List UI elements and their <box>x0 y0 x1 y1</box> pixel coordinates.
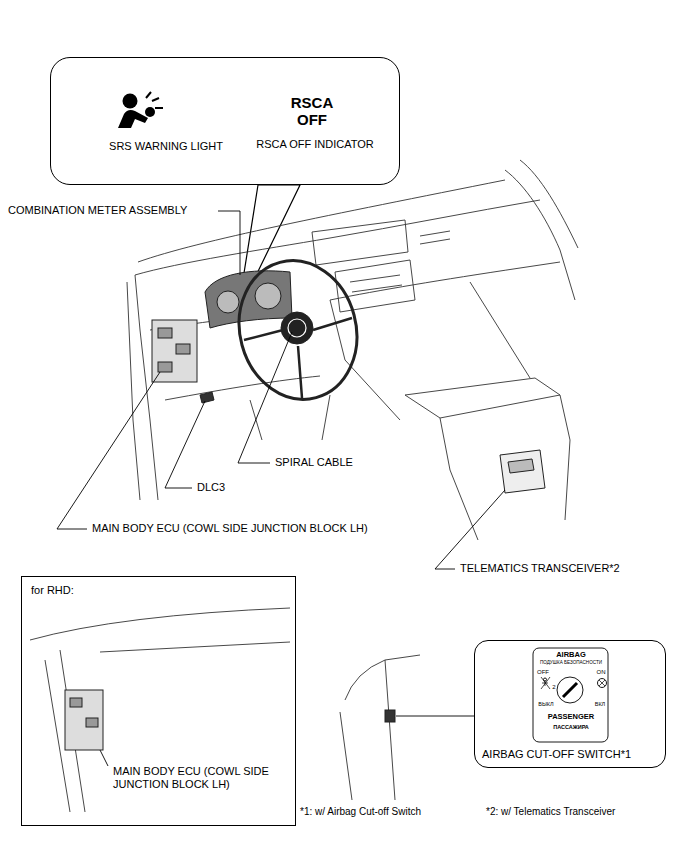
switch-sketch <box>340 712 352 800</box>
switch-marking: AIRBAG <box>536 651 606 660</box>
main-body-ecu <box>158 328 172 338</box>
steering-wheel <box>224 247 372 412</box>
srs-warning-icon <box>123 94 138 109</box>
indicator-symbol: RSCA OFF <box>287 94 337 128</box>
main-body-ecu <box>152 320 197 382</box>
combination-meter <box>217 291 239 313</box>
interior-sketch <box>470 282 530 378</box>
leader-lines <box>218 211 240 275</box>
main-body-ecu <box>152 320 197 382</box>
part-name: TELEMATICS TRANSCEIVER*2 <box>460 562 620 575</box>
rhd-sketch <box>100 642 290 652</box>
rhd-sketch <box>30 608 290 640</box>
interior-sketch <box>505 170 575 300</box>
rhd-main-body-ecu <box>65 690 103 750</box>
rhd-main-body-ecu <box>65 690 103 750</box>
telematics-transceiver <box>500 450 545 493</box>
switch-sketch <box>345 655 420 700</box>
indicator-name: SRS WARNING LIGHT <box>91 140 241 153</box>
switch-marking: ВКЛ <box>592 701 608 707</box>
switch-marking: 2 <box>551 684 557 691</box>
part-name: MAIN BODY ECU (COWL SIDE JUNCTION BLOCK … <box>113 765 288 790</box>
srs-warning-icon <box>118 92 163 128</box>
interior-sketch <box>135 200 540 275</box>
interior-sketch <box>350 231 450 292</box>
leader-lines <box>238 332 292 463</box>
inset-heading: for RHD: <box>31 584 74 597</box>
airbag-cutoff-switch <box>385 710 395 722</box>
rhd-main-body-ecu <box>70 698 82 707</box>
airbag-cutoff-switch <box>385 710 395 722</box>
leader-lines <box>57 211 505 766</box>
switch-marking: OFF <box>534 669 552 676</box>
dlc3 <box>200 392 214 403</box>
telematics-transceiver <box>508 459 534 473</box>
steering-wheel <box>224 247 372 412</box>
switch-marking: ВЫКЛ <box>536 701 556 707</box>
part-name: DLC3 <box>197 481 225 494</box>
switch-marking: ПАССАЖИРА <box>541 724 601 730</box>
leader-lines <box>435 490 505 569</box>
switch-face <box>533 648 608 742</box>
srs-warning-icon <box>118 110 148 128</box>
switch-sketch <box>340 655 420 800</box>
combination-meter <box>255 283 281 309</box>
switch-marking: PASSENGER <box>536 713 606 722</box>
switch-marking: ON <box>594 669 608 676</box>
interior-sketch <box>138 180 505 262</box>
part-name: AIRBAG CUT-OFF SWITCH*1 <box>482 748 631 761</box>
dlc3 <box>200 392 214 403</box>
leader-lines <box>165 401 205 488</box>
interior-sketch <box>135 275 158 500</box>
callout-box: AIRBAGПОДУШКА БЕЗОПАСНОСТИ OFF ON 2ВЫКЛ ВКЛ P… <box>474 640 666 768</box>
interior-sketch <box>127 160 578 540</box>
combination-meter <box>205 271 292 328</box>
callout-box: SRS WARNING LIGHT RSCA OFF RSCA OFF INDICA… <box>50 57 400 185</box>
interior-sketch <box>560 395 570 520</box>
interior-sketch <box>440 418 478 540</box>
srs-warning-icon <box>146 92 163 108</box>
switch-sketch <box>385 660 395 800</box>
srs-warning-icon <box>145 107 155 117</box>
switch-face <box>533 648 608 742</box>
interior-sketch <box>520 160 578 248</box>
footnote: *1: w/ Airbag Cut-off Switch <box>300 806 421 818</box>
part-name: COMBINATION METER ASSEMBLY <box>8 204 187 217</box>
switch-face <box>557 677 583 703</box>
combination-meter <box>205 271 292 328</box>
telematics-transceiver <box>500 450 545 493</box>
inset-box: for RHD: MAIN BODY ECU (COWL SIDE JUNCTIO… <box>21 576 296 826</box>
rhd-sketch <box>30 608 290 812</box>
interior-sketch <box>250 395 330 440</box>
interior-sketch <box>405 378 560 418</box>
switch-marking: ПОДУШКА БЕЗОПАСНОСТИ <box>535 660 607 665</box>
steering-wheel <box>281 312 313 344</box>
part-name: MAIN BODY ECU (COWL SIDE JUNCTION BLOCK … <box>92 522 368 535</box>
interior-sketch <box>335 260 415 312</box>
part-name: SPIRAL CABLE <box>275 456 353 469</box>
switch-face <box>598 679 607 688</box>
interior-sketch <box>330 300 400 420</box>
rhd-main-body-ecu <box>86 718 98 727</box>
indicator-name: RSCA OFF INDICATOR <box>240 138 390 151</box>
interior-sketch <box>312 220 408 265</box>
leader-lines <box>396 716 474 717</box>
footnote: *2: w/ Telematics Transceiver <box>486 806 615 818</box>
main-body-ecu <box>158 362 172 372</box>
switch-face <box>599 680 605 686</box>
switch-face <box>541 677 550 689</box>
main-body-ecu <box>176 344 190 354</box>
interior-sketch <box>127 282 140 500</box>
switch-face <box>563 683 577 697</box>
leader-lines <box>57 372 160 529</box>
